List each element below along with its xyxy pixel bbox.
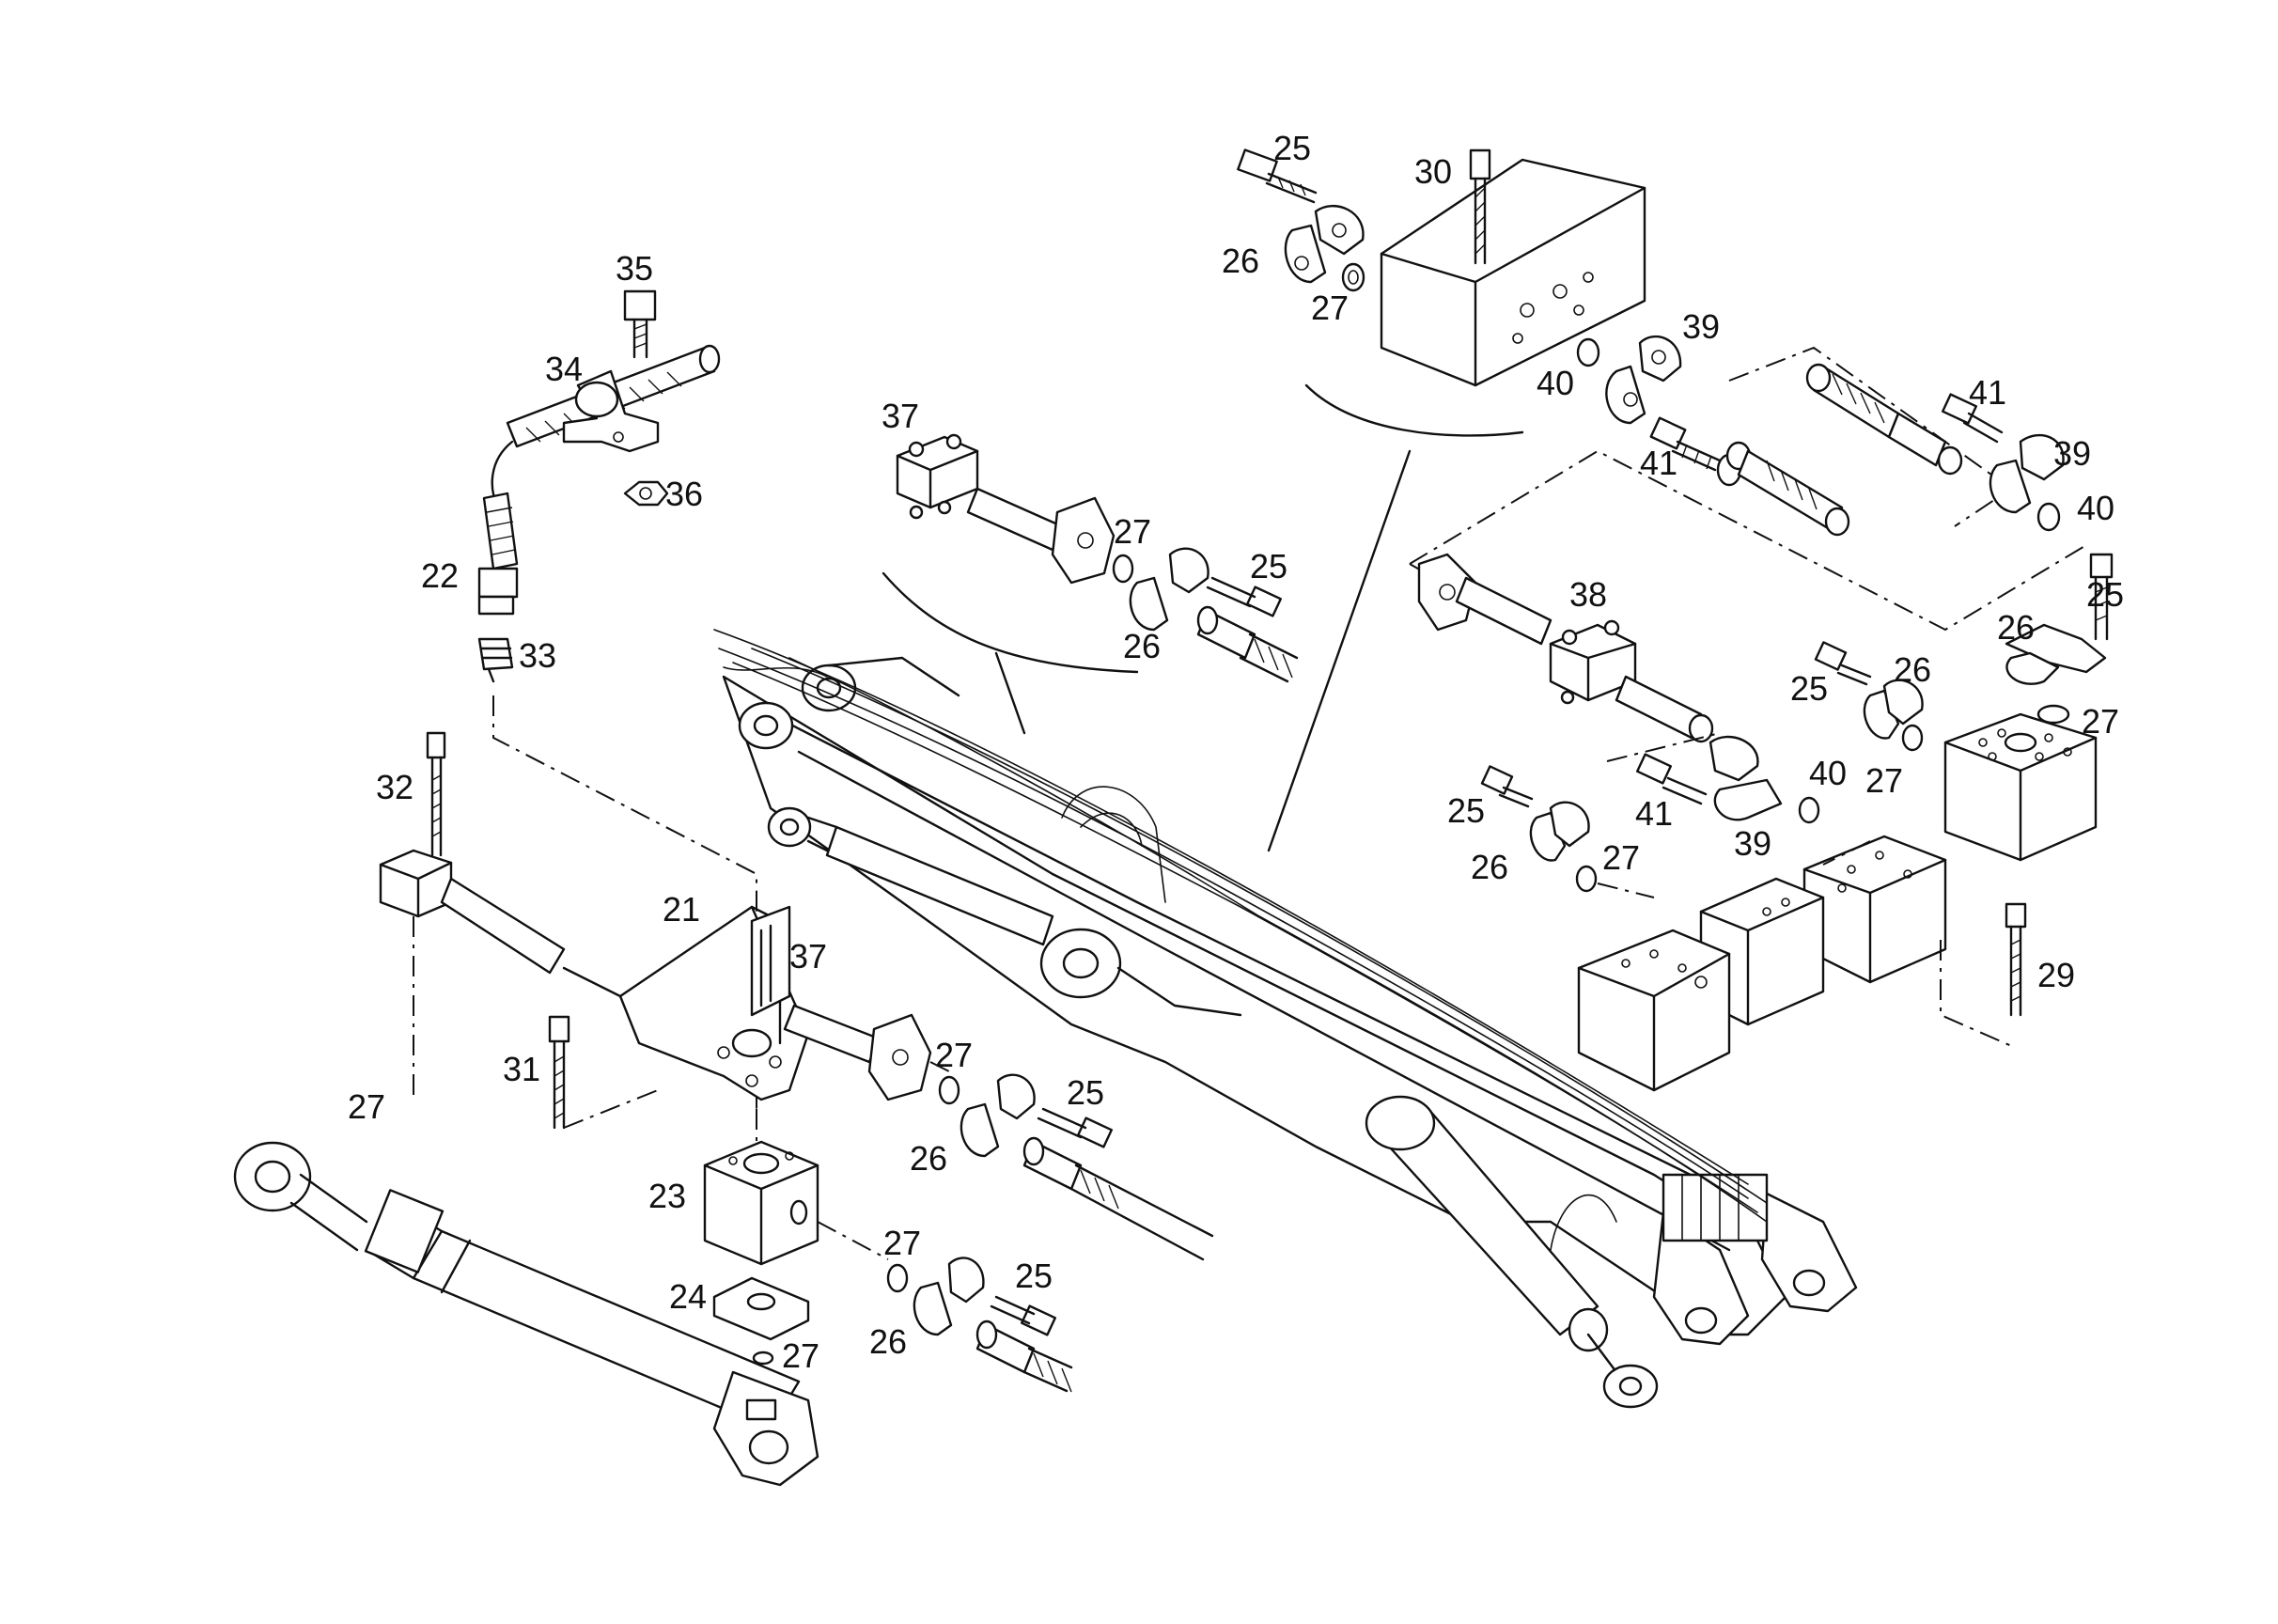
label-30: 30 xyxy=(1414,152,1452,191)
label-40: 40 xyxy=(1809,754,1847,792)
label-27: 27 xyxy=(1865,761,1903,800)
label-25: 25 xyxy=(1273,129,1311,167)
label-39: 39 xyxy=(2053,434,2091,473)
label-38: 38 xyxy=(1569,575,1607,614)
label-35: 35 xyxy=(616,249,653,288)
label-29: 29 xyxy=(2037,956,2075,994)
label-21: 21 xyxy=(663,890,700,929)
part-labels: 25 30 26 27 39 40 41 41 39 40 35 34 36 2… xyxy=(348,129,2124,1375)
label-39: 39 xyxy=(1682,307,1720,346)
label-26: 26 xyxy=(1123,627,1161,665)
label-25: 25 xyxy=(1015,1257,1053,1295)
label-26: 26 xyxy=(910,1139,947,1178)
label-27: 27 xyxy=(883,1224,921,1262)
label-36: 36 xyxy=(665,475,703,513)
label-32: 32 xyxy=(376,768,413,806)
leader-a xyxy=(1822,840,1871,866)
label-27: 27 xyxy=(935,1036,973,1074)
plate-21 xyxy=(562,905,810,1101)
label-39: 39 xyxy=(1734,824,1771,863)
label-25: 25 xyxy=(1250,547,1287,586)
flange-set-mid xyxy=(938,1073,1214,1261)
pipe-flange-37b xyxy=(783,1004,950,1101)
label-27: 27 xyxy=(2082,702,2119,741)
label-41: 41 xyxy=(1969,373,2006,412)
label-26: 26 xyxy=(1471,848,1508,886)
label-41: 41 xyxy=(1640,444,1677,482)
label-26: 26 xyxy=(1997,608,2035,647)
label-23: 23 xyxy=(648,1177,686,1215)
valve-block-stack xyxy=(1577,712,2098,1092)
valve-32 xyxy=(379,731,566,1095)
label-27: 27 xyxy=(1114,512,1151,551)
label-41: 41 xyxy=(1635,794,1673,833)
label-26: 26 xyxy=(869,1322,907,1361)
bolt-31 xyxy=(548,1015,659,1130)
label-27: 27 xyxy=(782,1336,819,1375)
main-cylinder xyxy=(233,1141,819,1487)
flange-set-39c xyxy=(1635,735,1820,824)
clamp-and-pipe xyxy=(477,289,757,1128)
label-31: 31 xyxy=(503,1050,540,1088)
label-26: 26 xyxy=(1894,650,1931,689)
control-block-30 xyxy=(1267,148,1646,852)
flange-set-right-a xyxy=(1814,641,1924,752)
label-40: 40 xyxy=(2077,489,2114,527)
label-27: 27 xyxy=(348,1087,385,1126)
label-22: 22 xyxy=(421,556,459,595)
flange-set-low xyxy=(817,1221,1073,1393)
boom-assembly xyxy=(713,629,1858,1409)
label-37: 37 xyxy=(789,937,827,976)
label-25: 25 xyxy=(1790,669,1828,708)
flange-set-top xyxy=(1237,148,1365,292)
hose-group-dashed xyxy=(1409,346,2087,632)
label-27: 27 xyxy=(1311,289,1349,327)
label-25: 25 xyxy=(1447,791,1485,830)
clamp-37-top xyxy=(882,433,1299,735)
label-25: 25 xyxy=(2086,575,2124,614)
label-34: 34 xyxy=(545,350,583,388)
label-40: 40 xyxy=(1537,364,1574,402)
leader-b xyxy=(1606,732,1721,762)
flange-set-right-b xyxy=(1480,765,1655,898)
label-27: 27 xyxy=(1602,838,1640,877)
label-24: 24 xyxy=(669,1277,707,1316)
flange-set-39 xyxy=(1576,335,1742,487)
label-37: 37 xyxy=(882,397,919,435)
label-25: 25 xyxy=(1067,1073,1104,1112)
label-33: 33 xyxy=(519,636,556,675)
label-26: 26 xyxy=(1222,242,1259,280)
clamp-38 xyxy=(1417,553,1714,743)
block-23 xyxy=(703,1109,819,1366)
flange-set-right-c xyxy=(2005,553,2114,725)
